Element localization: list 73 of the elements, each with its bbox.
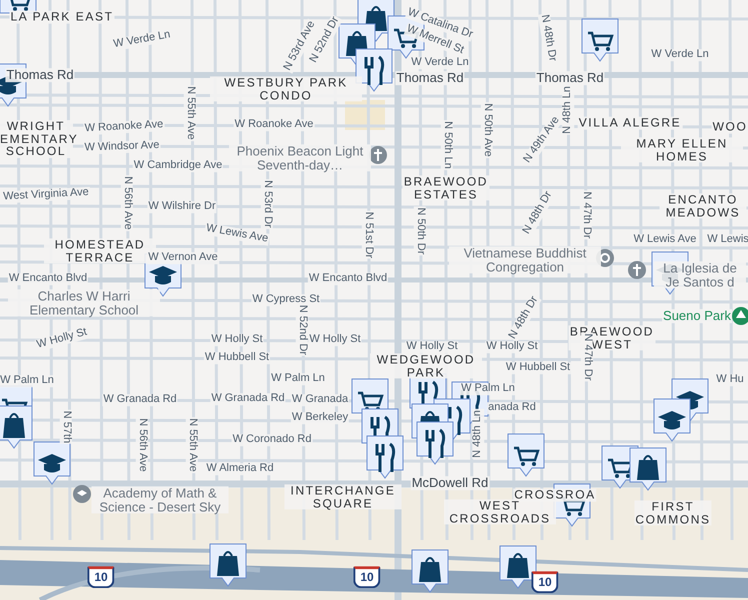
street-label: W Hu <box>715 374 745 386</box>
street-label: N 48th Ln <box>472 409 484 459</box>
neighborhood-label: MARY ELLEN HOMES <box>621 137 743 163</box>
street-label: W Windsor Ave <box>83 140 161 154</box>
place-label: Academy of Math & Science - Desert Sky <box>92 486 228 514</box>
street-label: N 53rd Dr <box>261 179 273 229</box>
street-label: W Holly St <box>405 341 459 353</box>
street-label: N 55th Ave <box>184 85 196 141</box>
street-label: W Holly St <box>34 326 90 352</box>
street-label: N 56th Ave <box>136 417 148 473</box>
neighborhood-label: WEDGEWOOD PARK <box>370 353 482 379</box>
street-label: W Palm Ln <box>460 383 516 395</box>
neighborhood-label: CROSSROA <box>513 488 597 502</box>
place-label: La Iglesia de Je Santos d <box>654 261 746 289</box>
street-label: Thomas Rd <box>535 71 605 85</box>
street-label: N 56th Ave <box>121 175 133 231</box>
street-label: N 50th Dr <box>414 206 426 256</box>
street-label: W Lewis <box>706 234 748 246</box>
street-label: W Verde Ln <box>112 29 172 51</box>
street-label: W Almeria Rd <box>205 463 275 475</box>
place-label: Phoenix Beacon Light Seventh-day… <box>229 144 371 172</box>
street-label: W Hubbell St <box>204 352 270 364</box>
street-label: W Wilshire Dr <box>147 201 217 213</box>
street-label: N 47th Dr <box>581 332 593 382</box>
street-label: N 52nd Dr <box>296 304 308 356</box>
highway-shield: 10 <box>87 566 115 588</box>
street-label: W Roanoke Ave <box>83 119 165 135</box>
street-label: W Granada <box>290 394 350 406</box>
street-label: W Encanto Blvd <box>308 273 388 285</box>
street-label: W Vernon Ave <box>147 252 219 264</box>
neighborhood-label: WESTBURY PARK CONDO <box>210 76 362 102</box>
street-label: N 50th Ln <box>441 120 453 170</box>
street-label: anada Rd <box>487 402 537 414</box>
street-label: W Granada Rd <box>102 394 178 406</box>
street-label: N 57th <box>60 410 72 444</box>
street-label: N 50th Ave <box>481 102 493 158</box>
highway-shield: 10 <box>353 566 381 588</box>
street-label: W Encanto Blvd <box>8 273 88 285</box>
neighborhood-label: WEST CROSSROADS <box>444 499 556 525</box>
street-label: N 47th Dr <box>580 190 592 240</box>
park-label: Sueno Park <box>662 309 732 323</box>
street-label: W Holly St <box>308 334 362 346</box>
street-label: Thomas Rd <box>395 71 465 85</box>
street-label: W Roanoke Ave <box>234 119 314 131</box>
street-label: W Palm Ln <box>270 373 326 385</box>
street-label: W Verde Ln <box>410 57 470 69</box>
street-label: N 51st Dr <box>362 210 374 260</box>
street-label: W Coronado Rd <box>232 434 312 446</box>
street-label: W Berkeley <box>290 412 350 424</box>
street-label: W Holly St <box>485 341 539 353</box>
street-label: N 55th Ave <box>186 417 198 473</box>
street-label: W Cypress St <box>251 294 321 306</box>
street-label: McDowell Rd <box>410 476 490 490</box>
street-label: N 48th Ln <box>562 85 574 135</box>
street-label: W Granada Rd <box>210 393 286 405</box>
neighborhood-label: ENCANTO MEADOWS <box>660 193 746 219</box>
street-label: W Hubbell St <box>504 362 572 374</box>
street-label: W Cambridge Ave <box>132 160 224 172</box>
place-label: Vietnamese Buddhist Congregation <box>449 246 601 274</box>
neighborhood-label: LA PARK EAST <box>10 10 114 24</box>
street-label: W Holly St <box>210 334 264 346</box>
neighborhood-label: INTERCHANGE SQUARE <box>284 484 402 510</box>
neighborhood-label: VILLA ALEGRE <box>578 116 682 130</box>
street-label: Thomas Rd <box>5 68 75 82</box>
street-label: W Lewis Ave <box>632 234 698 246</box>
street-label: W Palm Ln <box>0 375 55 387</box>
place-label: Charles W Harri Elementary School <box>8 289 160 317</box>
street-label: W Verde Ln <box>650 49 710 61</box>
neighborhood-label: WOO <box>712 120 748 134</box>
neighborhood-label: BRAEWOOD ESTATES <box>402 175 490 201</box>
highway-shield: 10 <box>531 571 559 593</box>
street-label: West Virginia Ave <box>2 186 90 204</box>
neighborhood-label: FIRST COMMONS <box>634 500 712 526</box>
